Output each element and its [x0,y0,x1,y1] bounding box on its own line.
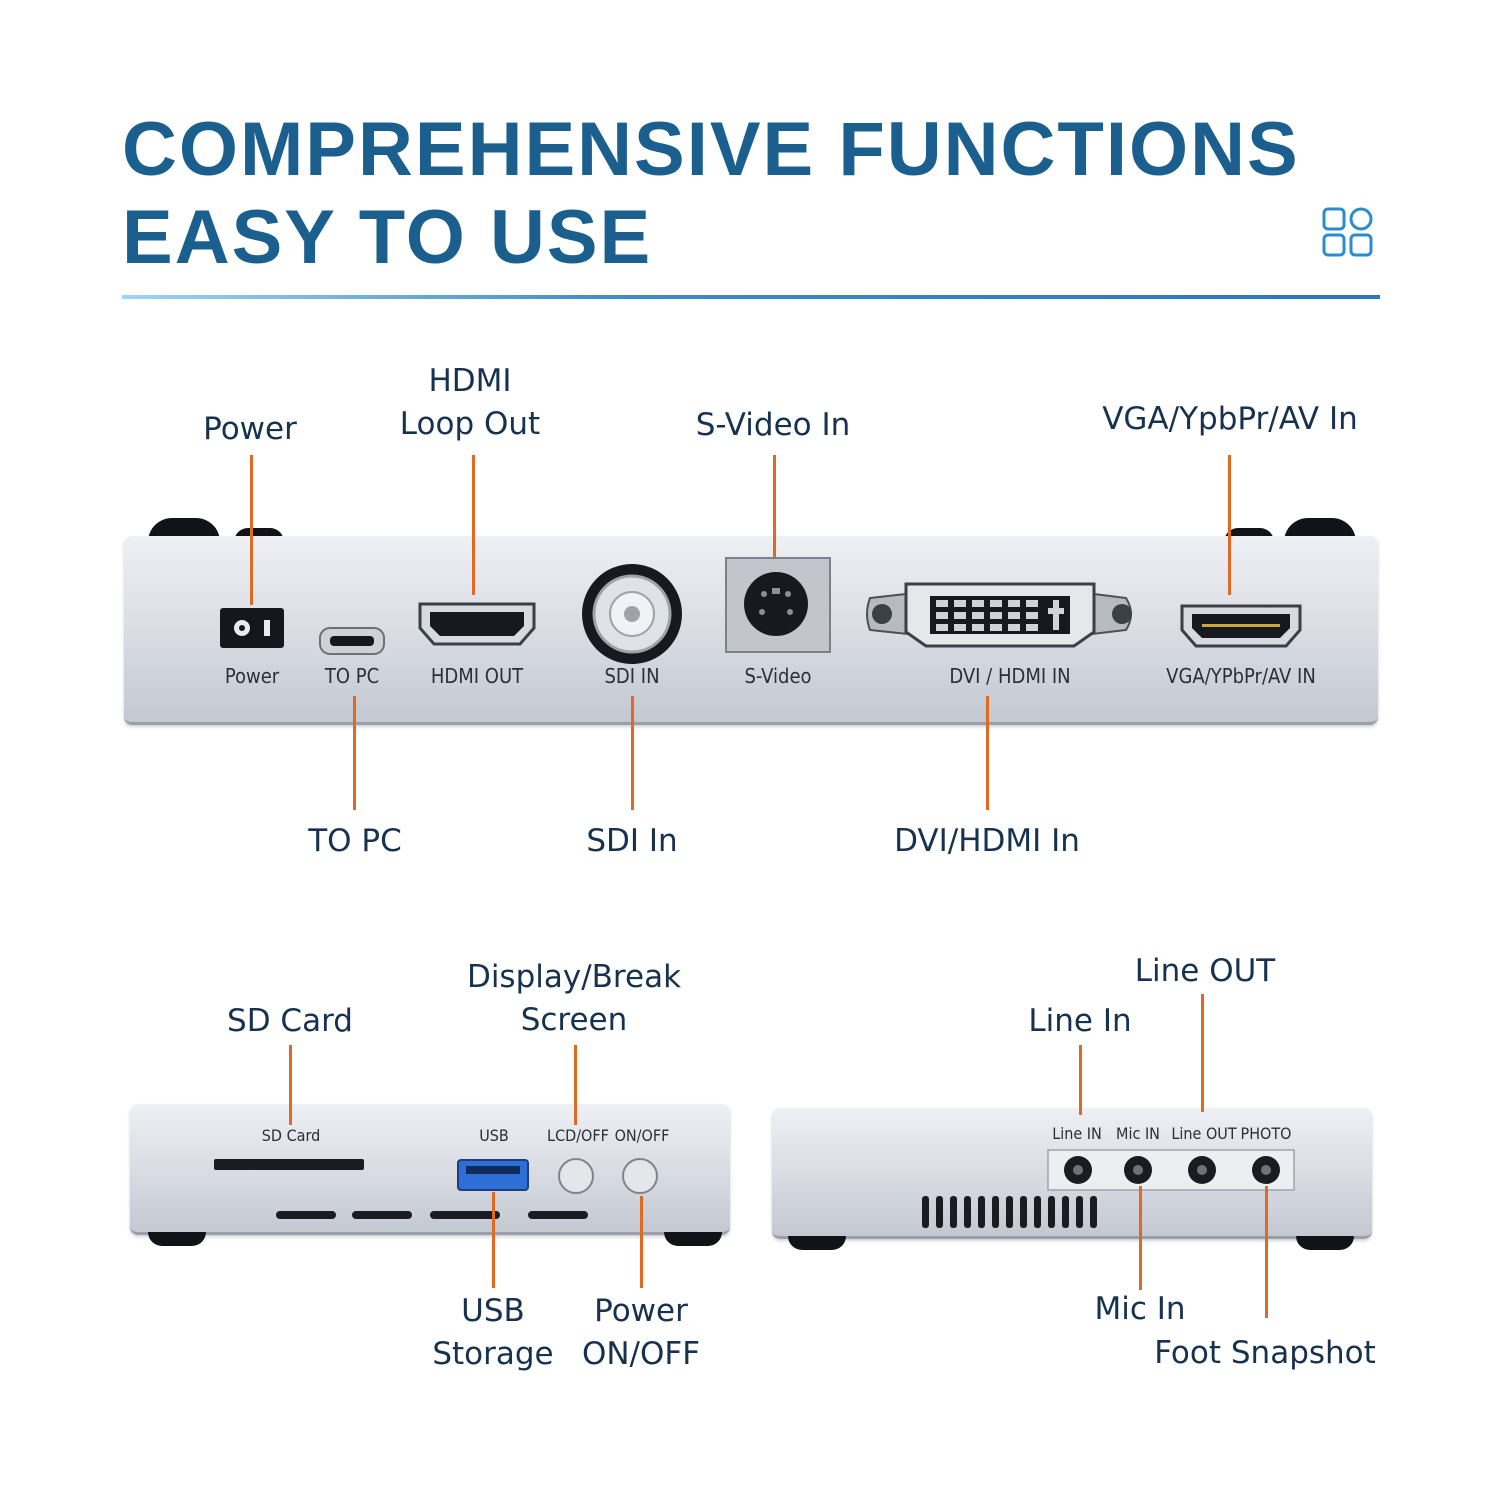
sdi-bnc-port [582,564,682,664]
usb-port [457,1159,529,1191]
callout-s-video-in: S-Video In [695,407,851,443]
port-label-mic-in: Mic IN [1116,1124,1160,1143]
port-label-hdmi-out: HDMI OUT [430,664,524,688]
sd-card-slot [214,1159,364,1170]
port-label-s-video: S-Video [744,664,812,688]
callout-line [640,1196,643,1288]
callout-line [1139,1186,1142,1290]
callout-power: Power [203,411,297,447]
lcd-off-button [558,1158,594,1194]
rear-ports-graphic [220,557,1302,664]
callout-line [574,1045,577,1125]
line-out-jack [1188,1156,1216,1184]
callout-line [492,1192,495,1288]
s-video-port [725,557,831,653]
side-ports-graphic [922,1149,1295,1228]
callout-line [353,696,356,810]
power-jack-port [220,608,284,648]
callout-power-on-off: Power ON/OFF [581,1293,701,1372]
callout-line [289,1045,292,1125]
callout-line [1265,1186,1268,1318]
hdmi-out-port [418,602,536,646]
port-label-sdi-in: SDI IN [604,664,660,688]
port-label-dvi-hdmi-in: DVI / HDMI IN [949,664,1071,688]
port-label-to-pc: TO PC [324,664,380,688]
device-foot [664,1232,722,1246]
photo-jack [1252,1156,1280,1184]
callout-sdi-in: SDI In [586,823,678,859]
port-label-lcd-off: LCD/OFF [547,1126,609,1145]
line-in-jack [1064,1156,1092,1184]
callout-line [631,696,634,810]
grid-apps-icon [1322,207,1373,257]
callout-usb-storage: USB Storage [432,1293,554,1372]
front-ports-graphic [214,1158,658,1219]
callout-display-break-screen: Display/Break Screen [466,959,682,1038]
port-label-line-out: Line OUT [1171,1124,1237,1143]
callout-line-out: Line OUT [1134,953,1276,989]
callout-line [250,455,253,605]
callout-line-in: Line In [1028,1003,1132,1039]
callout-to-pc: TO PC [308,823,402,859]
side-panel-body: Line IN Mic IN Line OUT PHOTO [772,1108,1372,1239]
device-foot [148,1232,206,1246]
vga-ypbpr-av-in-port [1180,604,1302,648]
callout-sd-card: SD Card [227,1003,353,1039]
callout-hdmi-loop-out: HDMI Loop Out [399,363,541,442]
to-pc-usb-port [319,627,385,655]
callout-line [1079,1045,1082,1115]
device-foot [1296,1236,1354,1250]
port-label-power: Power [224,664,280,688]
on-off-button [622,1158,658,1194]
callout-vga-in: VGA/YpbPr/AV In [1102,401,1358,437]
device-foot [788,1236,846,1250]
port-label-on-off: ON/OFF [614,1126,670,1145]
header-divider [122,295,1380,299]
callout-dvi-hdmi-in: DVI/HDMI In [894,823,1080,859]
port-label-sd-card: SD Card [261,1126,321,1145]
callout-line [1228,455,1231,595]
callout-line [472,455,475,595]
front-panel-body: SD Card USB LCD/OFF ON/OFF [130,1104,730,1235]
callout-mic-in: Mic In [1094,1291,1186,1327]
port-label-usb: USB [479,1126,509,1145]
page-title-line1: COMPREHENSIVE FUNCTIONS [122,107,1300,192]
callout-line [1201,994,1204,1112]
port-label-photo: PHOTO [1240,1124,1292,1143]
mic-in-jack [1124,1156,1152,1184]
port-label-line-in: Line IN [1052,1124,1102,1143]
callout-line [773,455,776,557]
callout-line [986,696,989,810]
port-label-vga-in: VGA/YPbPr/AV IN [1166,664,1316,688]
page-title-line2: EASY TO USE [122,195,653,280]
rear-panel-body: Power TO PC HDMI OUT SDI IN S-Video DVI … [124,536,1378,725]
dvi-hdmi-in-port [866,582,1132,648]
callout-foot-snapshot: Foot Snapshot [1154,1335,1376,1371]
